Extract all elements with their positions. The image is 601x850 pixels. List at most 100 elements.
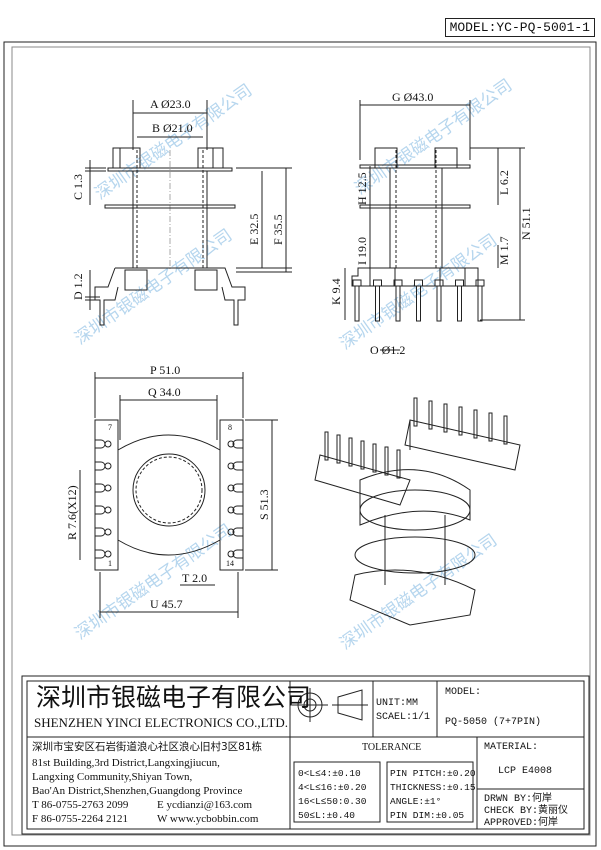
pin-slot: [232, 505, 243, 515]
pin-collar: [434, 279, 444, 287]
watermark-text: 深圳市银磁电子有限公司: [351, 75, 515, 198]
dim-o: O Ø1.2: [370, 343, 405, 357]
model-value: PQ-5050 (7+7PIN): [445, 717, 542, 728]
pin-collar: [393, 279, 403, 287]
dim-t: T 2.0: [182, 571, 207, 585]
pin-slot: [95, 549, 106, 559]
dim-s: S 51.3: [257, 489, 271, 520]
pin-slot: [232, 527, 243, 537]
pin: [324, 431, 329, 461]
isometric-view: [314, 397, 521, 626]
tolerance-pin-dim: PIN DIM:±0.05: [390, 810, 465, 821]
dim-n: N 51.1: [519, 207, 533, 240]
pin-label-1: 1: [108, 559, 112, 568]
dim-p: P 51.0: [150, 363, 180, 377]
pin-label-7: 7: [108, 423, 112, 432]
pin-hole: [104, 506, 112, 514]
telephone: T 86-0755-2763 2099: [32, 799, 129, 811]
model-label: MODEL:: [445, 687, 482, 698]
pin-slot: [232, 483, 243, 493]
dim-u: U 45.7: [150, 597, 183, 611]
dim-f: F 35.5: [271, 214, 285, 245]
pin: [443, 403, 448, 433]
pin-collar: [455, 279, 464, 287]
unit: UNIT:MM: [376, 698, 419, 709]
dim-b: B Ø21.0: [152, 121, 193, 135]
dim-c: C 1.3: [71, 174, 85, 200]
dim-d: D 1.2: [71, 273, 85, 300]
tolerance-length-3: 16<L≤50:0.30: [298, 796, 367, 807]
pin-label-14: 14: [226, 559, 234, 568]
pin-collar: [373, 279, 382, 287]
pin: [372, 443, 377, 473]
dim-k: K 9.4: [329, 278, 343, 305]
dim-a: A Ø23.0: [150, 97, 191, 111]
pin-hole: [227, 528, 235, 536]
material-label: MATERIAL:: [484, 742, 539, 753]
dim-e: E 32.5: [247, 214, 261, 245]
pin-hole: [227, 484, 235, 492]
company-name-cn: 深圳市银磁电子有限公司: [36, 683, 312, 712]
tolerance-angle: ANGLE:±1°: [390, 796, 442, 807]
front-view: [85, 100, 292, 326]
tolerance-length-4: 50≤L:±0.40: [298, 810, 356, 821]
address-line-2: Langxing Community,Shiyan Town,: [32, 771, 193, 783]
tolerance-thickness: THICKNESS:±0.15: [390, 782, 476, 793]
approved-by: APPROVED:何岸: [484, 818, 559, 829]
dim-i: I 19.0: [355, 237, 369, 265]
pin: [354, 285, 360, 322]
pin: [413, 397, 418, 427]
dim-m: M 1.7: [497, 236, 511, 265]
outer-frame: [3, 41, 597, 847]
pin: [457, 285, 462, 322]
drawn-by: DRWN BY:何岸: [484, 794, 553, 805]
bottom-view: [79, 372, 278, 618]
dim-g: G Ø43.0: [392, 90, 433, 104]
pin: [503, 415, 508, 445]
address-line-3: Bao'An District,Shenzhen,Guangdong Provi…: [32, 785, 243, 797]
watermark: 深圳市银磁电子有限公司 深圳市银磁电子有限公司 深圳市银磁电子有限公司 深圳市银…: [71, 75, 515, 653]
pin: [488, 412, 493, 442]
address-line-1: 81st Building,3rd District,Langxingjiucu…: [32, 757, 220, 769]
pin: [477, 285, 483, 322]
pin-hole: [104, 440, 112, 448]
model-number-header: MODEL:YC-PQ-5001-1: [444, 18, 595, 37]
pin-slot: [232, 461, 243, 471]
pin: [428, 400, 433, 430]
pin-slot: [95, 505, 106, 515]
dim-r: R 7.6(X12): [65, 485, 79, 540]
pin: [336, 434, 341, 464]
pin: [384, 446, 389, 476]
pin-collar: [414, 279, 423, 287]
pin-slot: [232, 439, 243, 449]
pin: [360, 440, 365, 470]
dim-l: L 6.2: [497, 170, 511, 195]
company-name-en: SHENZHEN YINCI ELECTRONICS CO.,LTD.: [34, 715, 288, 730]
address-cn: 深圳市宝安区石岩街道浪心社区浪心旧村3区81栋: [32, 741, 263, 753]
scale: SCAEL:1/1: [376, 712, 431, 723]
email-link[interactable]: E ycdianzi@163.com: [157, 799, 253, 811]
pin-slot: [95, 527, 106, 537]
pin: [473, 409, 478, 439]
pin-label-8: 8: [228, 423, 232, 432]
pin: [396, 449, 401, 479]
pin-collar: [475, 279, 485, 287]
pin-collar: [352, 279, 362, 287]
pin: [436, 285, 442, 322]
pin-slot: [95, 483, 106, 493]
checked-by: CHECK BY:黄丽仪: [484, 806, 569, 817]
website-link[interactable]: W www.ycbobbin.com: [157, 813, 259, 825]
pin-hole: [104, 462, 112, 470]
pin: [458, 406, 463, 436]
dim-q: Q 34.0: [148, 385, 181, 399]
pin-hole: [104, 484, 112, 492]
pin-hole: [104, 550, 112, 558]
pin: [348, 437, 353, 467]
pin-slot: [232, 549, 243, 559]
material-value: LCP E4008: [498, 766, 553, 777]
pin-hole: [227, 462, 235, 470]
inner-frame: [11, 46, 591, 836]
tolerance-pin-pitch: PIN PITCH:±0.20: [390, 768, 476, 779]
title-block-frame: [21, 675, 590, 835]
